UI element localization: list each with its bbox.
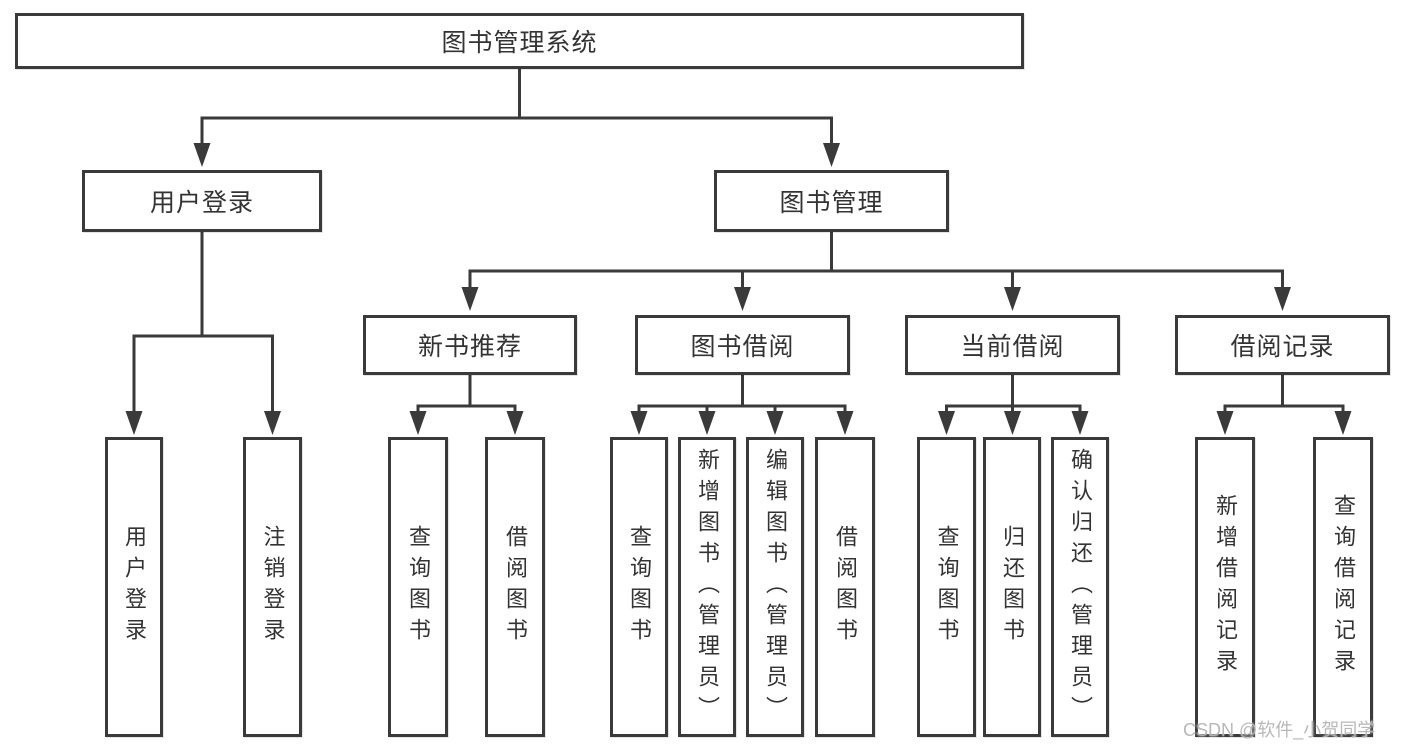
node-label: 用户登录 [149, 189, 254, 217]
leaf-query-borrow-record: 查询借阅记录 [1313, 437, 1373, 737]
node-label: 新增图书（管理员） [695, 447, 720, 727]
node-label: 新增借阅记录 [1213, 494, 1238, 680]
node-label: 注销登录 [260, 525, 286, 649]
node-label: 查询借阅记录 [1331, 494, 1356, 680]
node-new-book-recommend: 新书推荐 [363, 315, 577, 375]
node-label: 新书推荐 [417, 333, 522, 361]
leaf-borrowing-query-books: 查询图书 [610, 437, 668, 737]
node-current-borrowing: 当前借阅 [905, 315, 1120, 375]
node-label: 查询图书 [406, 525, 431, 649]
leaf-edit-book-admin: 编辑图书（管理员） [746, 437, 804, 737]
node-label: 图书借阅 [690, 333, 795, 361]
node-library-management-system: 图书管理系统 [15, 13, 1024, 69]
leaf-current-query-books: 查询图书 [917, 437, 976, 737]
node-label: 确认归还（管理员） [1068, 447, 1093, 727]
leaf-newbook-borrow-books: 借阅图书 [485, 437, 545, 737]
leaf-logout: 注销登录 [243, 437, 302, 737]
node-label: 编辑图书（管理员） [763, 447, 788, 727]
node-borrowing-records: 借阅记录 [1175, 315, 1390, 375]
leaf-newbook-query-books: 查询图书 [388, 437, 448, 737]
arrowheads [125, 143, 1352, 435]
node-label: 当前借阅 [960, 333, 1065, 361]
node-label: 归还图书 [1000, 525, 1025, 649]
watermark: CSDN @软件_小贺同学 [1183, 720, 1376, 740]
node-label: 查询图书 [934, 525, 960, 649]
leaf-confirm-return-admin: 确认归还（管理员） [1051, 437, 1109, 737]
node-book-management: 图书管理 [714, 170, 949, 232]
node-book-borrowing: 图书借阅 [635, 315, 850, 375]
node-label: 图书管理 [779, 189, 884, 217]
leaf-add-borrow-record: 新增借阅记录 [1195, 437, 1255, 737]
node-label: 图书管理系统 [441, 29, 598, 57]
node-label: 借阅图书 [503, 525, 528, 649]
leaf-return-book: 归还图书 [983, 437, 1041, 737]
node-user-login: 用户登录 [82, 170, 322, 232]
node-label: 用户登录 [122, 525, 147, 649]
node-label: 借阅记录 [1230, 333, 1335, 361]
leaf-borrowing-borrow-books: 借阅图书 [815, 437, 875, 737]
leaf-user-login: 用户登录 [105, 437, 163, 737]
node-label: 借阅图书 [833, 525, 858, 649]
leaf-add-book-admin: 新增图书（管理员） [678, 437, 736, 737]
node-label: 查询图书 [627, 525, 652, 649]
